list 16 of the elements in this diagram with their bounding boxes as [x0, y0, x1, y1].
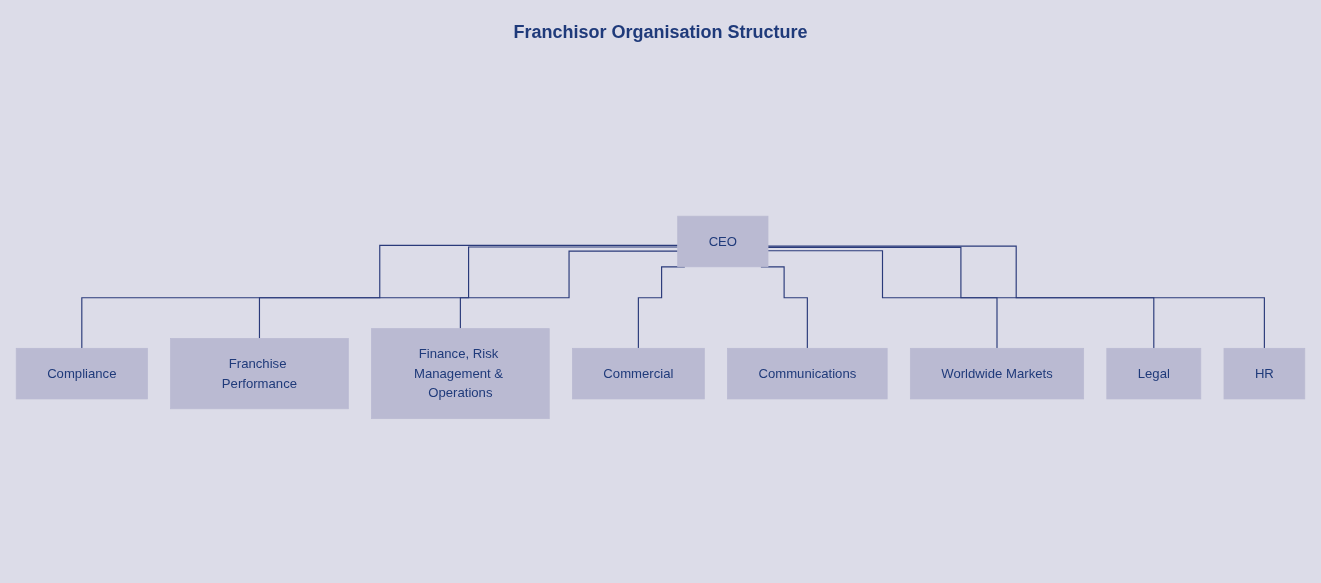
node-box: Legal: [1106, 348, 1202, 400]
connector: [767, 245, 1265, 349]
node-box: Compliance: [15, 348, 148, 400]
connector: [258, 246, 679, 340]
connector: [767, 246, 1155, 349]
node-box: Communications: [727, 348, 888, 400]
node-box: Commercial: [572, 348, 705, 400]
node-box: HR: [1223, 348, 1306, 400]
node-box: CEO: [677, 215, 769, 268]
connector: [767, 250, 998, 349]
node-box: Worldwide Markets: [909, 348, 1085, 400]
diagram-title: Franchisor Organisation Structure: [512, 22, 809, 43]
connector: [459, 250, 679, 330]
node-box: Franchise Performance: [170, 338, 349, 410]
connector: [81, 244, 679, 349]
node-box: Finance, Risk Management & Operations: [371, 328, 550, 420]
